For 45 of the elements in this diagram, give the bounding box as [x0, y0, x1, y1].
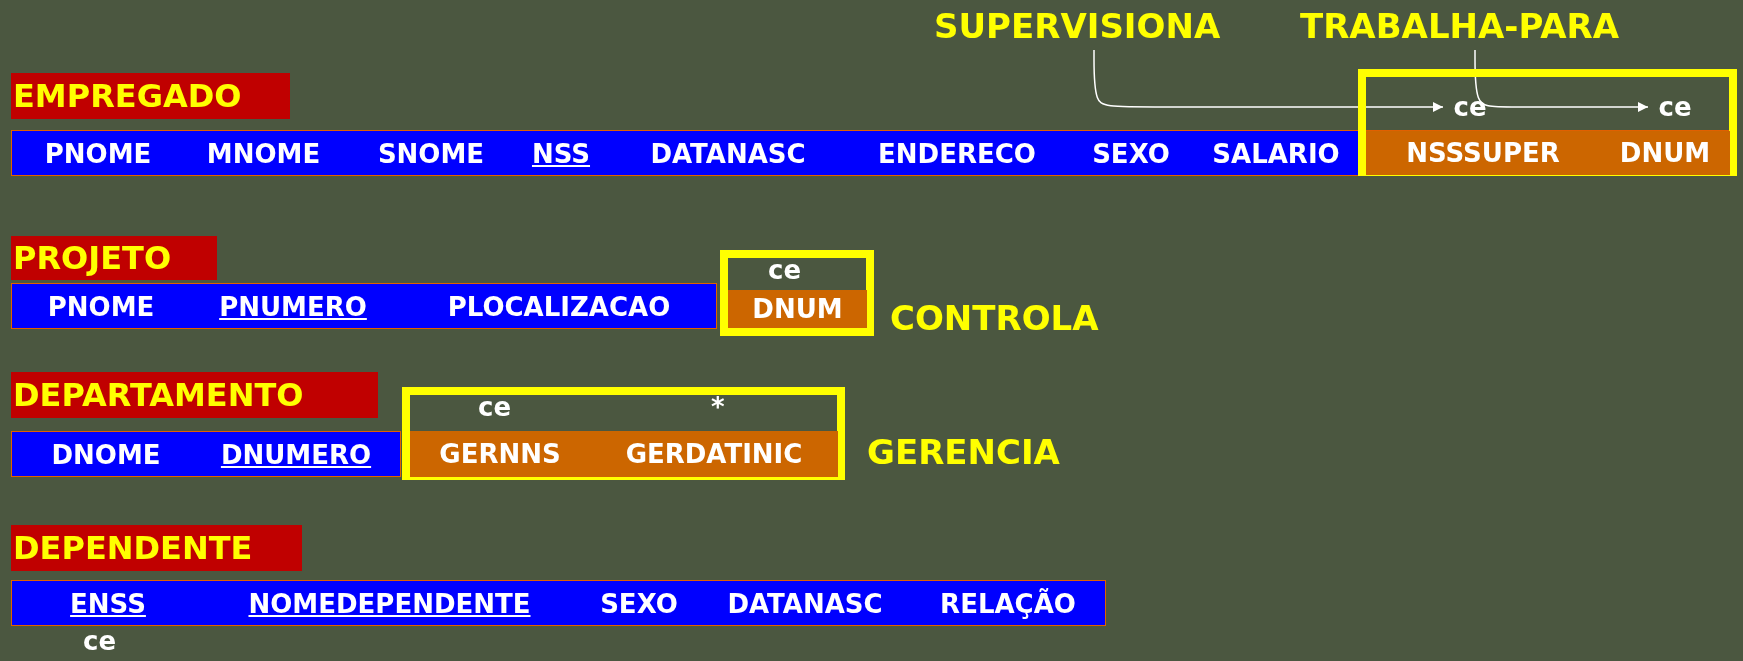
attribute-name: MNOME: [186, 131, 341, 177]
highlight-frame: [1358, 69, 1737, 176]
attribute-name: DNOME: [31, 432, 181, 478]
table-row-bar: [11, 283, 717, 329]
attribute-name: SEXO: [587, 581, 691, 627]
arrow: [1474, 49, 1649, 113]
highlight-frame: [720, 250, 874, 336]
table-name: PROJETO: [11, 236, 217, 280]
attribute-name: ce: [1650, 88, 1700, 126]
attribute-name: DATANASC: [619, 131, 837, 177]
key-attribute: NSS: [516, 131, 606, 177]
attribute-name: ENDERECO: [847, 131, 1067, 177]
table-name: DEPARTAMENTO: [11, 372, 378, 418]
contact-label: GERENCIA: [867, 432, 1060, 473]
annotation-text: ce: [478, 392, 512, 424]
key-attribute: PNUMERO: [191, 284, 395, 330]
key-attribute: ENSS: [56, 581, 160, 627]
arrow: [1093, 49, 1444, 113]
annotation-text: ce: [83, 626, 117, 658]
contact-label: CONTROLA: [890, 298, 1099, 339]
key-attribute: DNUMERO: [196, 432, 396, 478]
foreign-key-attribute: GERNNS: [410, 431, 590, 477]
attribute-name: RELAÇÃO: [918, 581, 1098, 627]
table-name: DEPENDENTE: [11, 525, 302, 571]
attribute-name: ce: [1445, 88, 1495, 126]
table-row-bar: [11, 580, 1106, 626]
attribute-name: DATANASC: [706, 581, 904, 627]
attribute-name: SEXO: [1076, 131, 1186, 177]
foreign-key-attribute: DNUM: [728, 290, 867, 328]
attribute-name: SALARIO: [1196, 131, 1356, 177]
relationship-label: SUPERVISIONA: [934, 6, 1254, 50]
highlight-frame: [402, 387, 845, 480]
table-name: EMPREGADO: [11, 73, 290, 119]
annotation-text: *: [711, 392, 725, 424]
annotation-text: ce: [768, 255, 802, 287]
key-attribute: NOMEDEPENDENTE: [206, 581, 573, 627]
attribute-name: SNOME: [356, 131, 506, 177]
attribute-name: PLOCALIZACAO: [409, 284, 709, 330]
table-row-bar: [11, 431, 401, 477]
foreign-key-attribute: DNUM: [1600, 131, 1730, 175]
relationship-label: TRABALHA-PARA: [1300, 6, 1650, 50]
attribute-name: PNOME: [29, 284, 173, 330]
attribute-name: PNOME: [23, 131, 173, 177]
foreign-key-attribute: NSSSUPER: [1366, 131, 1600, 175]
foreign-key-attribute: GERDATINIC: [590, 431, 838, 477]
